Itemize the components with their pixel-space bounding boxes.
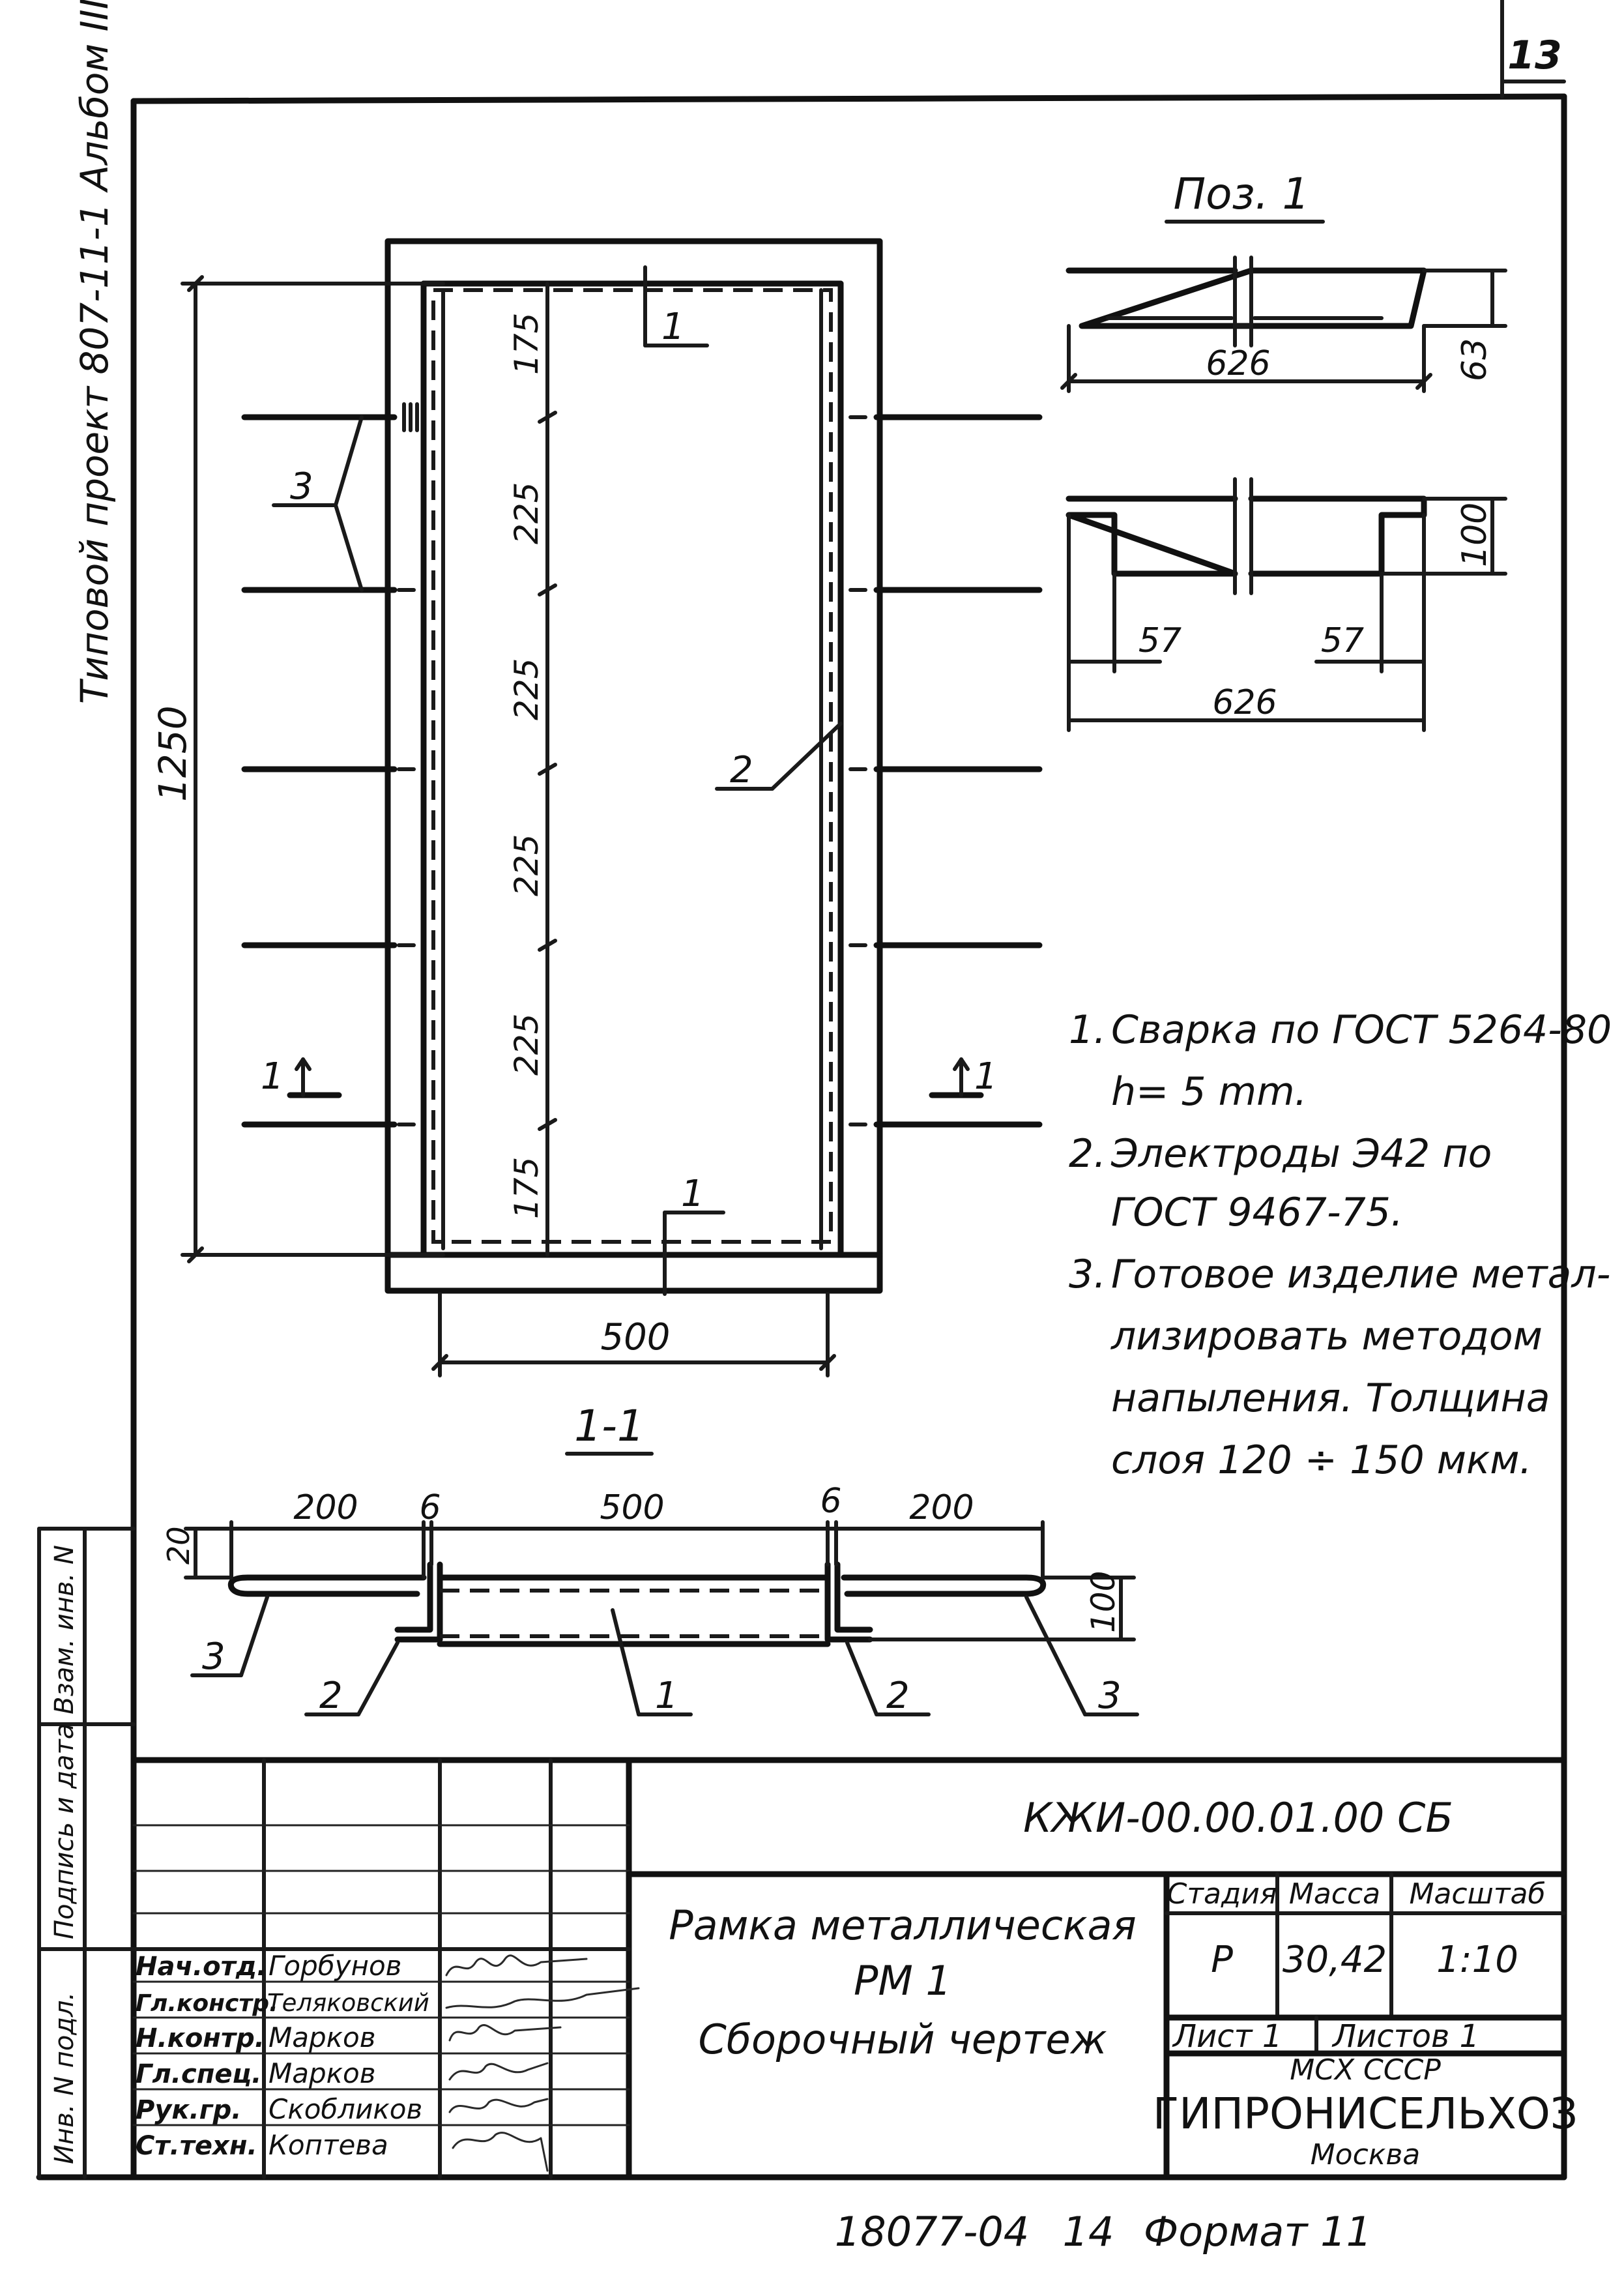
plan-label-weld-bottom: 1 [681, 1173, 704, 1215]
sheet-frame [36, 0, 1567, 2181]
anchor-leader [272, 415, 364, 592]
section-label-weld: 1 [655, 1675, 678, 1717]
section-dim-6-right: 6 [820, 1482, 841, 1521]
signature-scribbles [445, 1954, 640, 2172]
dim-spacing-3: 225 [508, 658, 545, 720]
overall-height-dimension [181, 275, 445, 1263]
width-dimension [431, 1292, 836, 1377]
staff-role-6: Ст.техн. [136, 2131, 257, 2161]
staff-name-1: Горбунов [268, 1950, 401, 1982]
plan-label-weld-top: 1 [661, 306, 685, 348]
section-label-frame-left: 2 [319, 1675, 343, 1717]
note-1-line-2: h= 5 mm. [1111, 1069, 1307, 1115]
dim-spacing-4: 225 [508, 834, 545, 896]
pos1-left-flange: 57 [1138, 621, 1182, 660]
section-1-1-view [184, 1520, 1136, 1647]
pos1-top-length: 626 [1206, 344, 1270, 383]
note-1-number: 1. [1069, 1007, 1106, 1053]
stage-value: Р [1211, 1939, 1233, 1981]
mass-value: 30,42 [1283, 1939, 1387, 1981]
section-mark-left: 1 [261, 1055, 284, 1098]
note-3-line-4: слоя 120 ÷ 150 мкм. [1111, 1437, 1532, 1483]
section-dim-height: 100 [1084, 1571, 1122, 1633]
drawing-name-line-1: Рамка металлическая [669, 1902, 1136, 1949]
drawing-name-line-3: Сборочный чертеж [698, 2016, 1107, 2063]
organization-city: Москва [1311, 2138, 1421, 2171]
scale-header: Масштаб [1409, 1877, 1545, 1911]
sheet-number: 13 [1507, 33, 1562, 78]
title-block-grid [130, 1757, 1567, 2181]
section-dim-20: 20 [161, 1526, 196, 1565]
left-stamp-column [37, 1527, 136, 2179]
sheets-count-label: Листов 1 [1331, 2018, 1479, 2055]
staff-name-4: Марков [268, 2057, 375, 2089]
stamp-signature-date: Подпись и дата [50, 1724, 80, 1939]
pos1-right-flange: 57 [1321, 621, 1364, 660]
section-dim-500: 500 [600, 1488, 664, 1527]
staff-name-2: Теляковский [267, 1989, 429, 2017]
anchor-bars [241, 402, 1043, 1128]
section-mark-right: 1 [974, 1055, 998, 1098]
dim-spacing-5: 225 [508, 1014, 545, 1076]
plan-label-anchor: 3 [290, 465, 313, 508]
footer-format: Формат 11 [1144, 2208, 1372, 2255]
staff-role-5: Рук.гр. [136, 2095, 241, 2125]
pos1-top-height: 63 [1455, 338, 1494, 381]
stage-header: Стадия [1167, 1877, 1277, 1911]
staff-table: Нач.отд. Горбунов Гл.констр. Теляковский… [136, 1950, 429, 2161]
section-title: 1-1 [574, 1401, 645, 1451]
drawing-name-line-2: PM 1 [854, 1957, 951, 2005]
document-designation: КЖИ-00.00.01.00 СБ [1023, 1794, 1453, 1842]
footer-sheet: 14 [1063, 2208, 1114, 2255]
mass-header: Масса [1289, 1877, 1380, 1911]
note-3-number: 3. [1069, 1252, 1106, 1297]
ministry-label: МСХ СССР [1290, 2053, 1441, 2087]
note-3-line-3: напыления. Толщина [1111, 1375, 1550, 1421]
note-1-line-1: Сварка по ГОСТ 5264-80 [1111, 1007, 1612, 1053]
notes-block: 1. Сварка по ГОСТ 5264-80 h= 5 mm. 2. Эл… [1069, 1007, 1612, 1483]
plan-label-frame: 2 [730, 749, 753, 791]
pos1-top-view [1060, 256, 1507, 393]
sheet-label: Лист 1 [1172, 2018, 1282, 2055]
dim-overall-height: 1250 [151, 705, 195, 802]
staff-role-3: Н.контр. [136, 2023, 265, 2053]
note-2-line-1: Электроды Э42 по [1110, 1131, 1492, 1177]
section-dim-6-left: 6 [419, 1488, 441, 1527]
staff-role-2: Гл.констр. [136, 1990, 278, 2017]
note-2-line-2: ГОСТ 9467-75. [1111, 1190, 1403, 1235]
section-label-anchor-left: 3 [202, 1636, 225, 1678]
staff-role-4: Гл.спец. [136, 2059, 261, 2089]
dim-width: 500 [601, 1316, 671, 1359]
dim-spacing-1: 175 [508, 313, 545, 375]
note-3-line-1: Готовое изделие метал- [1111, 1252, 1610, 1297]
spacing-dimension-chain [538, 282, 557, 1257]
note-3-line-2: лизировать методом [1110, 1314, 1543, 1359]
organization-name: ГИПРОНИСЕЛЬХОЗ [1153, 2089, 1578, 2139]
stamp-replaced-inventory: Взам. инв. N [50, 1545, 80, 1714]
staff-name-6: Коптева [268, 2129, 388, 2161]
dim-spacing-2: 225 [508, 482, 545, 544]
staff-role-1: Нач.отд. [136, 1952, 267, 1982]
staff-name-3: Марков [268, 2021, 375, 2053]
pos1-bottom-view [1066, 477, 1507, 732]
project-margin-title: Типовой проект 807-11-1 Альбом III [72, 0, 117, 704]
pos1-bottom-length: 626 [1212, 683, 1277, 722]
section-dim-200-left: 200 [293, 1488, 358, 1527]
note-2-number: 2. [1069, 1131, 1106, 1177]
section-dim-200-right: 200 [909, 1488, 974, 1527]
plan-view [384, 238, 883, 1294]
dim-spacing-6: 175 [508, 1157, 545, 1219]
pos1-title: Поз. 1 [1173, 169, 1309, 219]
pos1-bottom-height: 100 [1455, 503, 1494, 567]
staff-name-5: Скобликов [268, 2093, 422, 2125]
section-label-frame-right: 2 [886, 1675, 910, 1717]
section-marks [287, 1057, 984, 1098]
stamp-inventory-number: Инв. N подл. [50, 1992, 80, 2164]
scale-value: 1:10 [1436, 1939, 1518, 1981]
footer-code: 18077-04 [835, 2208, 1030, 2255]
section-label-anchor-right: 3 [1098, 1675, 1122, 1717]
section-leaders [190, 1595, 1139, 1716]
